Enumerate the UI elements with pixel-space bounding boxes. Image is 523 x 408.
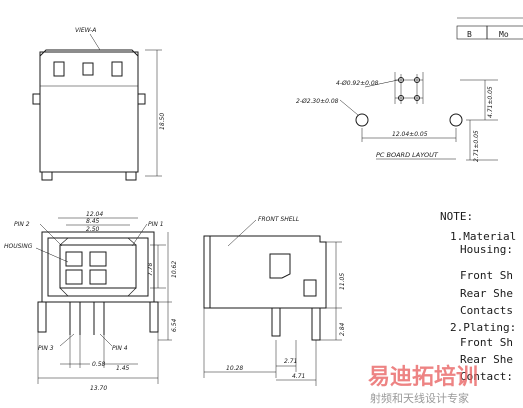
front-h3: 6.54 bbox=[171, 318, 178, 332]
front-pin3: PIN 3 bbox=[38, 345, 54, 352]
pcb-layout: 4-Ø0.92±0.08 2-Ø2.30±0.08 12.04±0.05 4.7… bbox=[296, 72, 498, 162]
top-view: VIEW-A 18.50 bbox=[32, 27, 166, 181]
side-view: FRONT SHELL 11.05 2.84 10.28 2.71 4.71 bbox=[203, 216, 346, 386]
side-d2: 2.71 bbox=[284, 358, 297, 365]
watermark-sub: 射频和天线设计专家 bbox=[370, 391, 469, 405]
side-front-shell-label: FRONT SHELL bbox=[258, 216, 299, 223]
watermark: 易迪拓培训 射频和天线设计专家 bbox=[368, 364, 478, 405]
pcb-vdim-2: 2.71±0.05 bbox=[473, 130, 480, 162]
notes: NOTE: 1.Material Housing: Front Sh Rear … bbox=[440, 210, 516, 383]
side-d3: 4.71 bbox=[292, 373, 305, 380]
front-w3: 2.50 bbox=[86, 226, 100, 233]
front-b2: 1.45 bbox=[116, 365, 130, 372]
front-h1: 7.78 bbox=[147, 262, 154, 276]
notes-heading: NOTE: bbox=[440, 210, 473, 223]
note-line: Rear She bbox=[460, 353, 513, 366]
pcb-hole-dia: 2-Ø2.30±0.08 bbox=[296, 98, 339, 105]
side-h1: 11.05 bbox=[339, 273, 346, 290]
side-d1: 10.28 bbox=[226, 365, 243, 372]
note-line: Rear She bbox=[460, 287, 513, 300]
front-w1: 12.04 bbox=[86, 211, 103, 218]
front-b3: 13.70 bbox=[90, 385, 107, 392]
front-h2: 10.62 bbox=[171, 261, 178, 278]
front-pin2: PIN 2 bbox=[14, 221, 30, 228]
note-line: Front Sh bbox=[460, 269, 513, 282]
pcb-vdim-1: 4.71±0.05 bbox=[487, 86, 494, 118]
note-line: Housing: bbox=[460, 243, 513, 256]
pcb-pad-dia: 4-Ø0.92±0.08 bbox=[336, 80, 379, 87]
front-b1: 0.58 bbox=[92, 361, 106, 368]
note-line: 2.Plating: bbox=[450, 321, 516, 334]
top-view-height-dim: 18.50 bbox=[159, 113, 166, 130]
front-view: 12.04 8.45 2.50 PIN 2 PIN 1 HOUSING PIN … bbox=[4, 211, 178, 392]
note-line: 1.Material bbox=[450, 230, 516, 243]
pcb-layout-title: PC BOARD LAYOUT bbox=[376, 151, 439, 159]
front-housing: HOUSING bbox=[4, 243, 33, 250]
watermark-main: 易迪拓培训 bbox=[368, 364, 478, 390]
title-block-header: Mo bbox=[499, 30, 509, 39]
front-w2: 8.45 bbox=[86, 218, 100, 225]
title-block: B Mo bbox=[456, 17, 523, 40]
pcb-span-dim: 12.04±0.05 bbox=[392, 131, 428, 138]
note-line: Contacts bbox=[460, 304, 513, 317]
title-block-rev: B bbox=[467, 30, 472, 39]
note-line: Contact: bbox=[460, 370, 513, 383]
top-view-title: VIEW-A bbox=[75, 27, 96, 34]
side-h2: 2.84 bbox=[339, 322, 346, 336]
front-pin4: PIN 4 bbox=[112, 345, 128, 352]
front-pin1: PIN 1 bbox=[148, 221, 164, 228]
note-line: Front Sh bbox=[460, 336, 513, 349]
